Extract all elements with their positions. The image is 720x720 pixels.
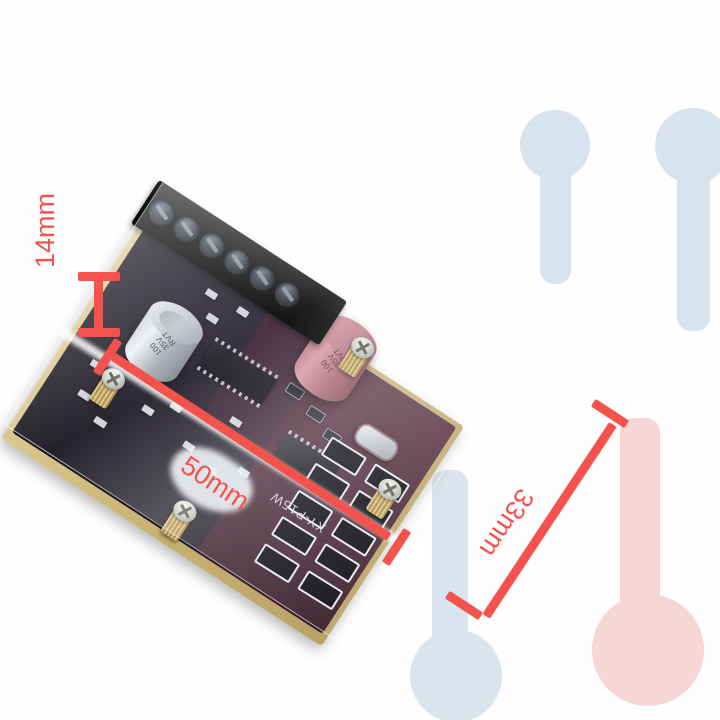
keyhole-head bbox=[592, 594, 704, 706]
keyhole-shape-pink-1 bbox=[592, 418, 712, 718]
dimension-cap-top bbox=[78, 272, 120, 281]
dimension-label-height: 14mm bbox=[30, 192, 60, 268]
keyhole-stem bbox=[677, 156, 710, 331]
keyhole-shape-blue-1 bbox=[520, 110, 590, 290]
keyhole-stem bbox=[540, 154, 571, 284]
keyhole-shape-blue-2 bbox=[655, 108, 720, 338]
smd-part bbox=[204, 287, 219, 301]
smd-part bbox=[205, 312, 220, 325]
dimension-cap-bottom bbox=[78, 328, 120, 337]
smd-part bbox=[235, 305, 250, 319]
dimension-line-height bbox=[94, 276, 103, 332]
keyhole-shape-blue-3 bbox=[400, 470, 510, 720]
keyhole-stem bbox=[432, 470, 468, 660]
smd-part bbox=[92, 415, 108, 429]
smd-part bbox=[141, 404, 155, 417]
keyhole-head bbox=[410, 630, 502, 720]
